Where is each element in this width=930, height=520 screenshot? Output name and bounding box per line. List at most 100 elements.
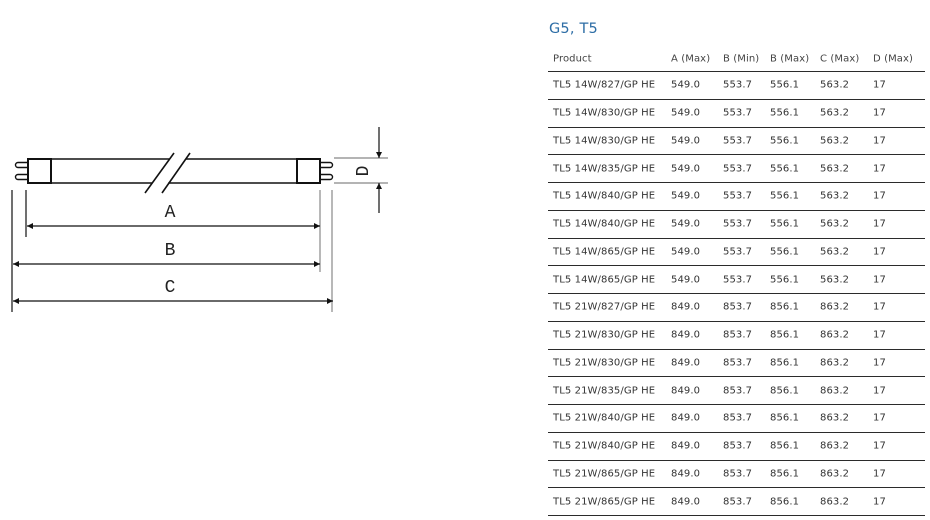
b-min-cell: 553.7 bbox=[723, 190, 753, 202]
c-max-cell: 563.2 bbox=[820, 274, 850, 286]
c-max-cell: 863.2 bbox=[820, 301, 850, 313]
b-max-cell: 856.1 bbox=[770, 357, 800, 369]
product-cell: TL5 21W/865/GP HE bbox=[553, 468, 656, 480]
b-min-cell: 553.7 bbox=[723, 135, 753, 147]
b-max-cell: 856.1 bbox=[770, 412, 800, 424]
d-max-cell: 17 bbox=[873, 357, 886, 369]
b-max-cell: 556.1 bbox=[770, 218, 800, 230]
left-pins bbox=[14, 161, 28, 181]
label-a: A bbox=[165, 203, 176, 223]
column-header-b-min: B (Min) bbox=[723, 53, 760, 65]
product-cell: TL5 14W/830/GP HE bbox=[553, 107, 656, 119]
a-max-cell: 849.0 bbox=[671, 385, 701, 397]
tube-body bbox=[51, 158, 297, 184]
d-max-cell: 17 bbox=[873, 107, 886, 119]
product-cell: TL5 21W/835/GP HE bbox=[553, 385, 656, 397]
a-max-cell: 549.0 bbox=[671, 163, 701, 175]
c-max-cell: 863.2 bbox=[820, 329, 850, 341]
a-max-cell: 549.0 bbox=[671, 79, 701, 91]
right-end-cap bbox=[296, 158, 321, 184]
column-header-c-max: C (Max) bbox=[820, 53, 860, 65]
b-min-cell: 853.7 bbox=[723, 357, 753, 369]
a-max-cell: 549.0 bbox=[671, 246, 701, 258]
d-max-cell: 17 bbox=[873, 301, 886, 313]
b-max-cell: 856.1 bbox=[770, 496, 800, 508]
b-max-cell: 856.1 bbox=[770, 329, 800, 341]
a-max-cell: 849.0 bbox=[671, 357, 701, 369]
b-max-cell: 856.1 bbox=[770, 468, 800, 480]
b-min-cell: 553.7 bbox=[723, 218, 753, 230]
a-max-cell: 549.0 bbox=[671, 107, 701, 119]
c-max-cell: 563.2 bbox=[820, 246, 850, 258]
a-max-cell: 549.0 bbox=[671, 218, 701, 230]
a-max-cell: 849.0 bbox=[671, 329, 701, 341]
b-min-cell: 553.7 bbox=[723, 274, 753, 286]
table-title: G5, T5 bbox=[549, 21, 598, 37]
b-max-cell: 556.1 bbox=[770, 135, 800, 147]
d-max-cell: 17 bbox=[873, 246, 886, 258]
column-header-d-max: D (Max) bbox=[873, 53, 914, 65]
column-header-product: Product bbox=[553, 53, 592, 65]
a-max-cell: 849.0 bbox=[671, 496, 701, 508]
b-min-cell: 553.7 bbox=[723, 107, 753, 119]
a-max-cell: 849.0 bbox=[671, 468, 701, 480]
b-max-cell: 556.1 bbox=[770, 190, 800, 202]
right-pins bbox=[320, 161, 334, 181]
c-max-cell: 863.2 bbox=[820, 440, 850, 452]
label-b: B bbox=[165, 241, 176, 261]
b-max-cell: 556.1 bbox=[770, 163, 800, 175]
product-cell: TL5 21W/840/GP HE bbox=[553, 440, 656, 452]
a-max-cell: 849.0 bbox=[671, 412, 701, 424]
column-header-a-max: A (Max) bbox=[671, 53, 711, 65]
a-max-cell: 549.0 bbox=[671, 135, 701, 147]
b-min-cell: 853.7 bbox=[723, 329, 753, 341]
b-min-cell: 553.7 bbox=[723, 79, 753, 91]
table-row: TL5 14W/840/GP HE 549.0 553.7 556.1 563.2 17 bbox=[548, 211, 925, 239]
product-cell: TL5 14W/840/GP HE bbox=[553, 218, 656, 230]
d-max-cell: 17 bbox=[873, 412, 886, 424]
d-max-cell: 17 bbox=[873, 190, 886, 202]
c-max-cell: 563.2 bbox=[820, 107, 850, 119]
c-max-cell: 563.2 bbox=[820, 218, 850, 230]
b-max-cell: 556.1 bbox=[770, 274, 800, 286]
break-mark bbox=[144, 152, 191, 194]
product-cell: TL5 21W/827/GP HE bbox=[553, 301, 656, 313]
b-max-cell: 556.1 bbox=[770, 246, 800, 258]
d-max-cell: 17 bbox=[873, 468, 886, 480]
c-max-cell: 563.2 bbox=[820, 190, 850, 202]
c-max-cell: 863.2 bbox=[820, 496, 850, 508]
c-max-cell: 563.2 bbox=[820, 135, 850, 147]
d-max-cell: 17 bbox=[873, 218, 886, 230]
b-min-cell: 553.7 bbox=[723, 163, 753, 175]
product-cell: TL5 14W/865/GP HE bbox=[553, 246, 656, 258]
b-min-cell: 853.7 bbox=[723, 496, 753, 508]
c-max-cell: 863.2 bbox=[820, 385, 850, 397]
b-max-cell: 856.1 bbox=[770, 385, 800, 397]
b-max-cell: 556.1 bbox=[770, 107, 800, 119]
table-row: TL5 14W/830/GP HE 549.0 553.7 556.1 563.2 17 bbox=[548, 128, 925, 156]
c-max-cell: 863.2 bbox=[820, 468, 850, 480]
product-cell: TL5 14W/830/GP HE bbox=[553, 135, 656, 147]
c-max-cell: 563.2 bbox=[820, 163, 850, 175]
dimensions-table: Product A (Max) B (Min) B (Max) C (Max) … bbox=[548, 47, 925, 516]
product-cell: TL5 14W/840/GP HE bbox=[553, 190, 656, 202]
d-max-cell: 17 bbox=[873, 274, 886, 286]
b-min-cell: 853.7 bbox=[723, 412, 753, 424]
left-end-cap bbox=[27, 158, 52, 184]
d-max-cell: 17 bbox=[873, 135, 886, 147]
b-min-cell: 853.7 bbox=[723, 440, 753, 452]
a-max-cell: 549.0 bbox=[671, 190, 701, 202]
column-header-b-max: B (Max) bbox=[770, 53, 810, 65]
table-row: TL5 14W/830/GP HE 549.0 553.7 556.1 563.2 17 bbox=[548, 100, 925, 128]
d-max-cell: 17 bbox=[873, 385, 886, 397]
